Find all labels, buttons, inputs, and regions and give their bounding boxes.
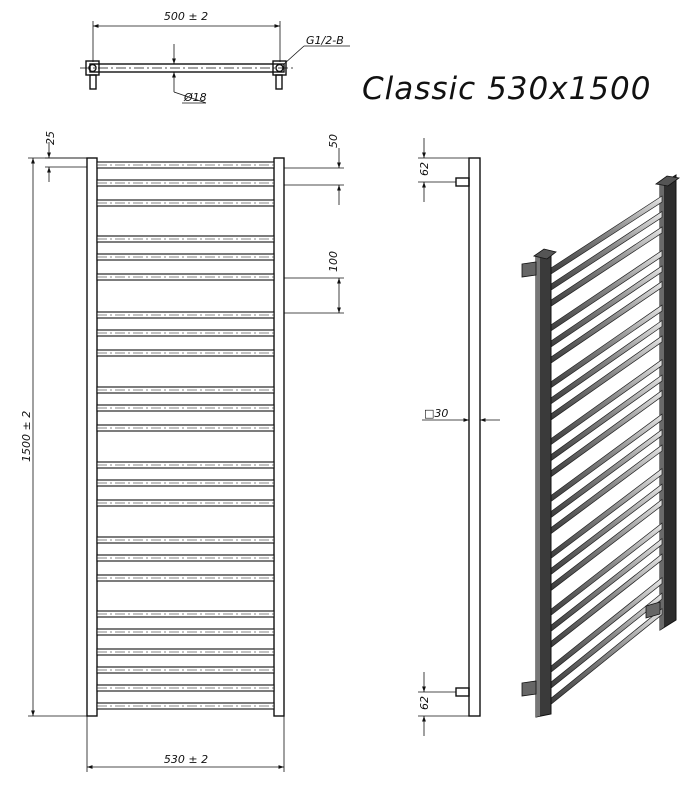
crossbar — [96, 404, 275, 412]
crossbar — [96, 311, 275, 319]
crossbar — [96, 424, 275, 432]
crossbar — [96, 253, 275, 261]
connection-label: G1/2-B — [306, 34, 344, 47]
top-pipe-stub — [455, 177, 470, 187]
side-view: 62 62 □30 — [418, 138, 500, 736]
crossbar — [96, 702, 275, 710]
crossbar — [96, 179, 275, 187]
crossbar — [96, 628, 275, 636]
crossbar — [96, 479, 275, 487]
top-view: 500 ± 2 G1/2-B Ø18 — [80, 10, 350, 104]
crossbar — [96, 461, 275, 469]
side-upright — [468, 157, 481, 717]
top-offset-label: 25 — [44, 131, 57, 145]
crossbar — [96, 574, 275, 582]
crossbar — [96, 536, 275, 544]
iso-crossbar — [550, 483, 663, 576]
model-title: Classic 530x1500 — [362, 71, 651, 107]
spacing-small-label: 50 — [327, 134, 340, 148]
crossbar — [96, 329, 275, 337]
crossbar — [96, 554, 275, 562]
crossbar — [96, 161, 275, 169]
profile-label: □30 — [424, 407, 448, 420]
height-label: 1500 ± 2 — [20, 411, 33, 462]
front-view: 25 50 100 1500 ± 2 530 ± 2 — [20, 131, 344, 772]
crossbar — [96, 349, 275, 357]
right-upright — [273, 157, 285, 717]
bottom-width-label: 530 ± 2 — [164, 753, 208, 766]
crossbar — [96, 235, 275, 243]
iso-crossbar — [550, 537, 663, 633]
crossbar — [96, 684, 275, 692]
crossbar — [96, 610, 275, 618]
crossbar — [96, 666, 275, 674]
diameter-label: Ø18 — [183, 91, 207, 104]
isometric-view — [521, 174, 681, 718]
crossbar — [96, 199, 275, 207]
spacing-large-label: 100 — [327, 251, 340, 272]
left-upright — [86, 157, 98, 717]
bottom-pipe-stub — [455, 687, 470, 697]
top-pipe-label: 62 — [418, 162, 431, 176]
iso-crossbar — [550, 592, 663, 689]
bottom-pipe-label: 62 — [418, 696, 431, 710]
iso-crossbars — [550, 195, 663, 706]
front-crossbars — [96, 161, 275, 710]
crossbar — [96, 499, 275, 507]
crossbar — [96, 273, 275, 281]
crossbar — [96, 386, 275, 394]
top-width-label: 500 ± 2 — [164, 10, 208, 23]
crossbar — [96, 648, 275, 656]
